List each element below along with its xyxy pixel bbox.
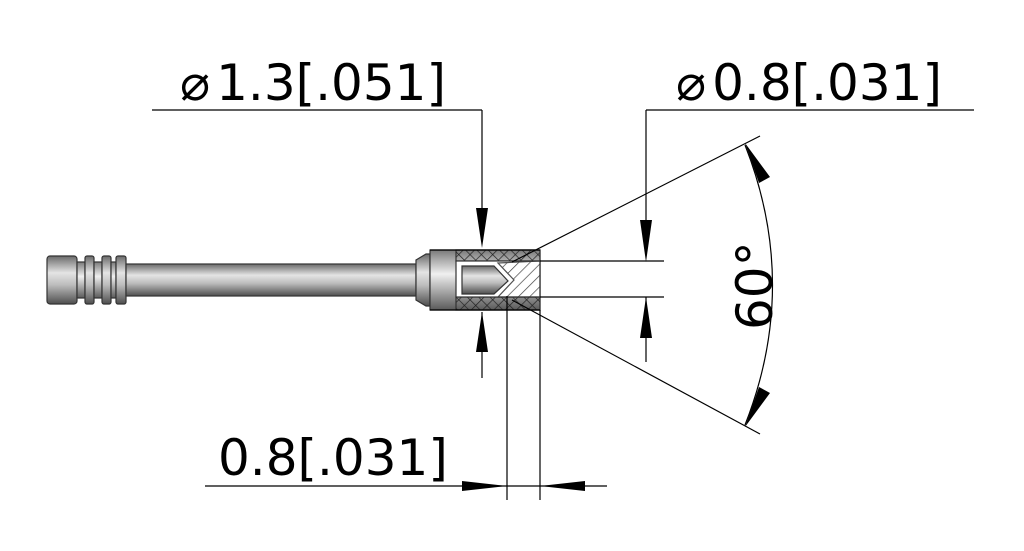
outer-dia-arrow-bottom: [476, 312, 488, 352]
inner-dia-value: 0.8[.031]: [712, 54, 942, 112]
svg-text:⌀0.8[.031]: ⌀0.8[.031]: [676, 54, 942, 112]
pin-groove-1: [76, 261, 86, 299]
outer-dia-value: 1.3[.051]: [216, 54, 446, 112]
tip-inner-drill: [461, 265, 509, 295]
outer-diameter-dimension: ⌀1.3[.051]: [152, 54, 488, 378]
pin-ridge-2: [101, 255, 112, 305]
svg-text:⌀1.3[.051]: ⌀1.3[.051]: [180, 54, 446, 112]
pin-groove-2: [93, 261, 103, 299]
depth-dimension: 0.8[.031]: [205, 296, 607, 500]
pin-collar: [415, 253, 431, 307]
angle-value: 60°: [726, 241, 784, 330]
pin-groove-3: [110, 261, 117, 299]
pin-ridge-3: [115, 255, 127, 305]
tip-cone-section: [496, 260, 541, 298]
outer-dia-symbol: ⌀: [180, 54, 210, 112]
inner-diameter-dimension: ⌀0.8[.031]: [540, 54, 974, 362]
tip-section-upper-cross: [456, 250, 540, 261]
depth-arrow-left: [462, 481, 507, 491]
tip-section-lower-cross: [456, 297, 540, 310]
angle-dimension: 60°: [511, 135, 784, 435]
outer-dia-arrow-top: [476, 208, 488, 248]
pin-part: [46, 249, 541, 311]
angle-arrow-top: [745, 143, 770, 183]
inner-dia-arrow-bottom: [640, 297, 652, 338]
inner-dia-arrow-top: [640, 220, 652, 262]
depth-value: 0.8[.031]: [218, 429, 448, 487]
inner-dia-symbol: ⌀: [676, 54, 706, 112]
pin-end-cap: [46, 255, 78, 305]
depth-arrow-right: [540, 481, 585, 491]
pin-shaft: [125, 263, 417, 297]
pin-ridge-1: [84, 255, 95, 305]
angle-arrow-bottom: [745, 387, 770, 427]
